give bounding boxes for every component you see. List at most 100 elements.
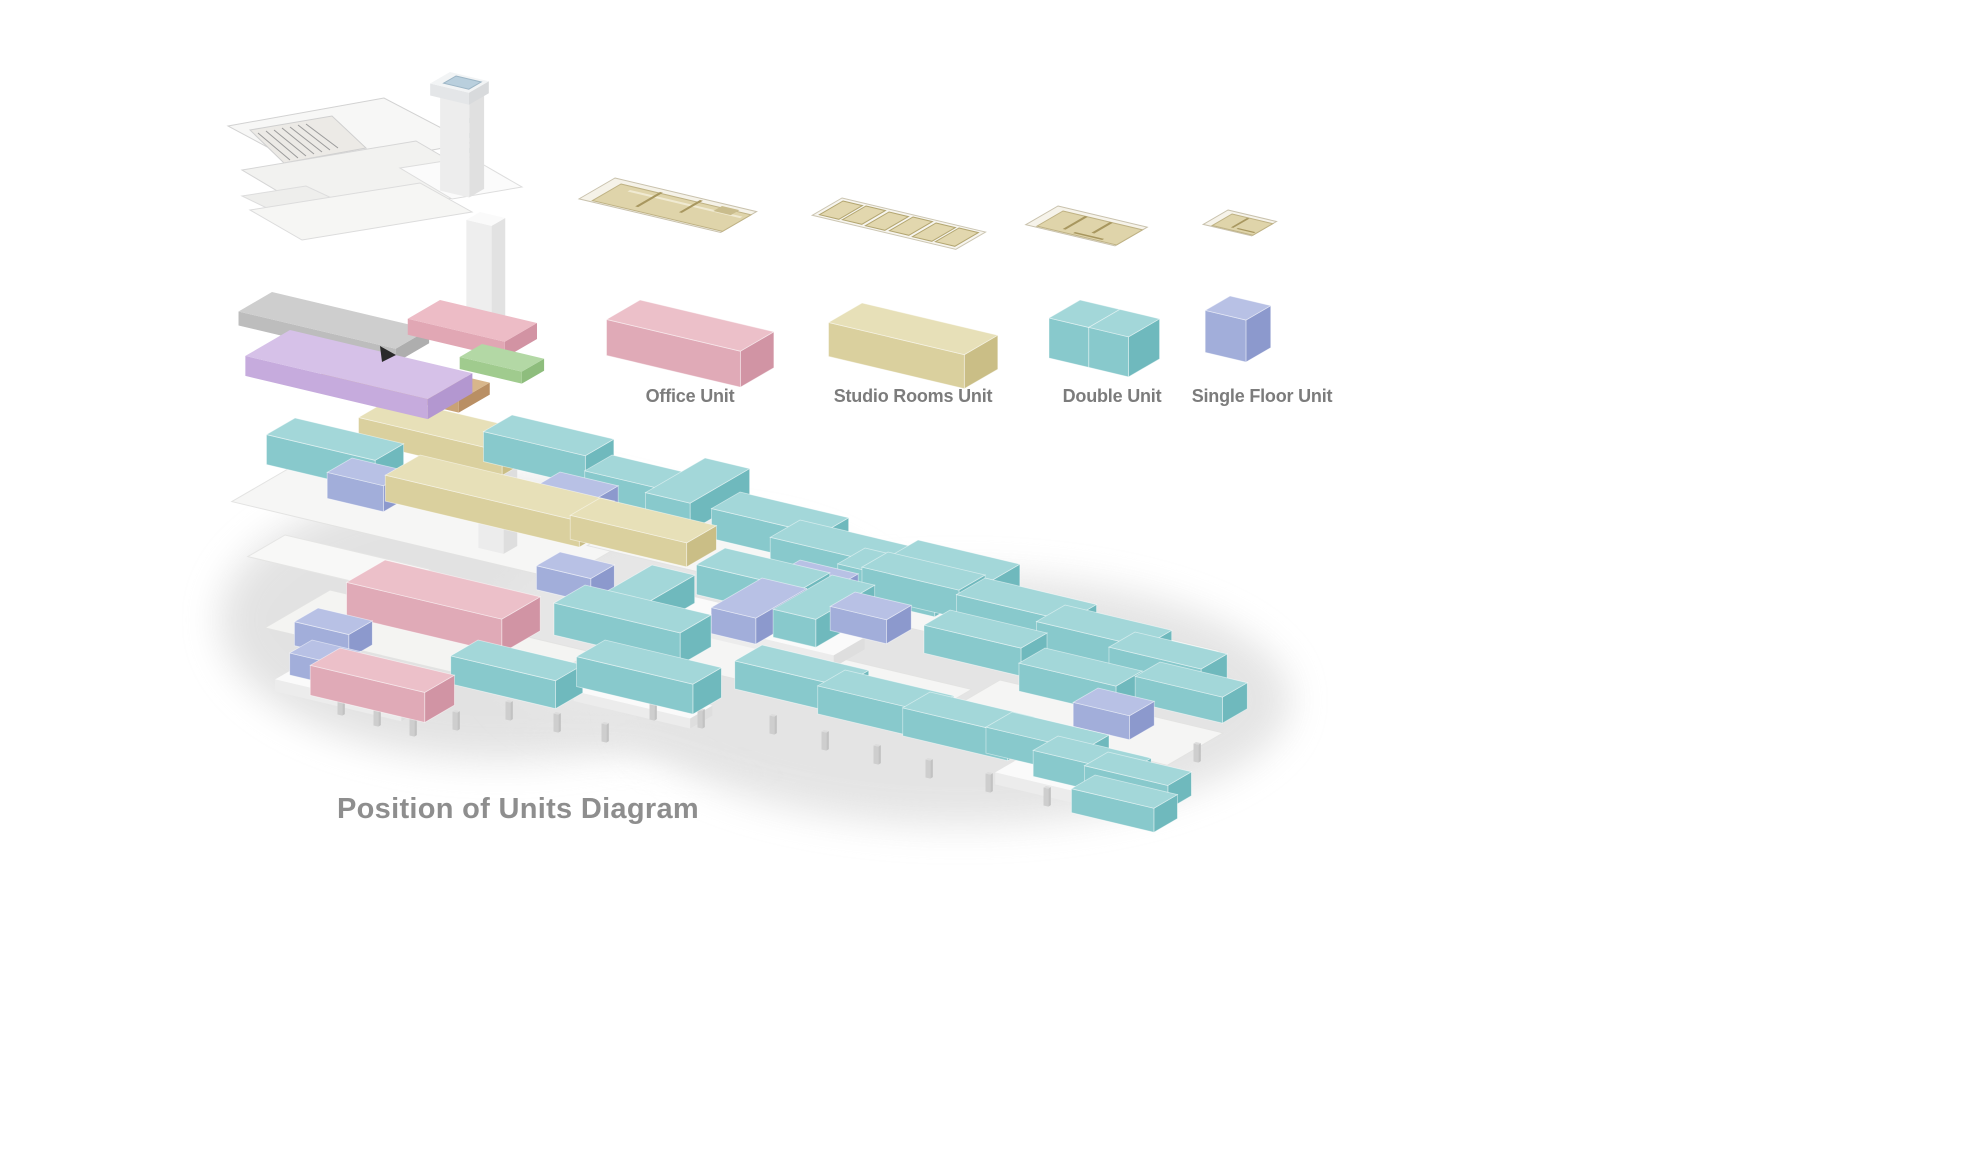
iso-face [1134,661,1249,698]
iso-face [245,355,428,420]
iso-face [505,700,513,703]
iso-face [510,701,513,721]
iso-face [925,759,931,779]
iso-face [265,417,405,461]
iso-face [605,299,775,352]
iso-face [826,731,829,751]
iso-face [345,559,542,620]
iso-face [452,710,460,713]
iso-face [990,773,993,793]
arrow-icon [380,346,396,362]
iso-face [293,607,374,635]
iso-face [922,609,1049,649]
iso-face [440,90,470,198]
iso-face [458,382,490,413]
building-tower [430,72,489,198]
iso-face [553,713,559,733]
stair-hatch-line [257,132,291,161]
unit-floor-plans [577,177,1278,250]
iso-face [1070,774,1179,809]
iso-face [1198,743,1201,763]
iso-face [468,81,489,105]
iso-face [772,574,876,620]
iso-face [309,647,456,693]
iso-face [911,222,957,242]
iso-face [1035,210,1144,246]
exploded-slabs [238,212,545,420]
iso-face [373,707,379,727]
iso-face [888,216,934,236]
iso-face [635,192,663,208]
iso-face [934,227,980,247]
iso-face [407,300,537,342]
iso-face [810,197,987,250]
iso-face [238,292,430,349]
iso-face [864,211,910,231]
iso-face [1073,232,1105,240]
iso-face [1107,631,1229,670]
iso-face [713,206,740,216]
iso-face [829,591,913,621]
stair-hatch-line [297,124,331,151]
iso-face [430,83,469,105]
iso-face [1091,222,1113,234]
iso-face [573,690,691,729]
iso-face [521,358,545,384]
iso-face [459,356,522,384]
iso-face [505,701,511,721]
iso-face [985,772,993,775]
stair-hatch-line [281,127,315,155]
iso-face [654,701,657,721]
iso-face [452,711,458,731]
iso-face [841,205,887,225]
iso-face [930,759,933,779]
building-axonometric [226,97,524,241]
iso-face [1087,308,1161,338]
iso-face [491,217,506,338]
iso-face [769,715,775,735]
iso-face [1017,647,1144,687]
iso-face [409,717,415,737]
building-lower-slab [248,182,474,241]
iso-face [702,709,705,729]
site-unit-boxes [265,397,1249,833]
iso-face [442,75,483,90]
iso-face [860,551,987,591]
iso-face [1062,216,1088,230]
iso-face [710,577,808,619]
iso-face [601,722,609,725]
stair-hatch-line [273,129,307,157]
legend-label-single: Single Floor Unit [1192,386,1333,406]
iso-face [575,639,723,685]
iso-face [591,183,753,232]
iso-face [553,712,561,715]
iso-face [878,745,881,765]
iso-face [821,730,829,733]
iso-face [985,773,991,793]
iso-face [1210,213,1275,236]
iso-face [449,639,584,682]
iso-face [569,497,718,544]
iso-face [1043,786,1051,789]
iso-face [1193,742,1201,745]
iso-face [925,758,933,761]
legend-label-office: Office Unit [646,386,735,406]
iso-face [1236,228,1256,234]
iso-face [601,723,607,743]
iso-face [1230,218,1250,228]
iso-face [558,713,561,733]
iso-face [644,457,751,504]
iso-face [504,323,537,358]
iso-face [774,715,777,735]
iso-face [245,330,473,400]
diagram-title: Position of Units Diagram [337,793,699,825]
iso-face [535,551,616,579]
iso-face [1193,743,1199,763]
iso-face [482,414,615,457]
iso-face [818,200,864,220]
iso-face [827,302,999,356]
iso-face [649,701,655,721]
iso-face [469,88,485,198]
